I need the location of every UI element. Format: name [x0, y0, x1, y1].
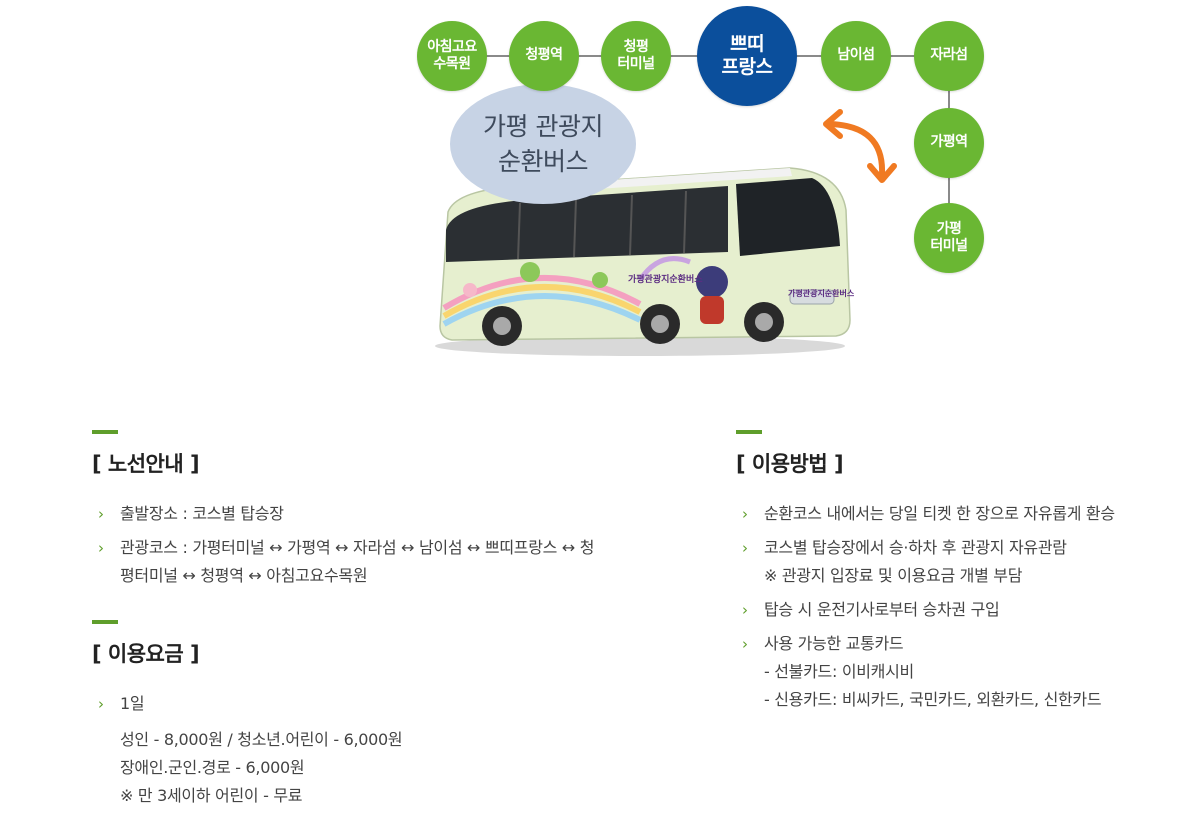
- stop-jaraseom: 자라섬: [914, 21, 984, 91]
- route-guide-list: › 출발장소 : 코스별 탑승장 › 관광코스 : 가평터미널 ↔ 가평역 ↔ …: [92, 500, 702, 590]
- route-guide-title: [ 노선안내 ]: [92, 452, 200, 476]
- usage-list: › 순환코스 내에서는 당일 티켓 한 장으로 자유롭게 환승 › 코스별 탑승…: [736, 500, 1186, 714]
- list-item-subtext: ※ 관광지 입장료 및 이용요금 개별 부담: [764, 566, 1023, 585]
- list-item-text: 순환코스 내에서는 당일 티켓 한 장으로 자유롭게 환승: [764, 504, 1115, 523]
- list-item: › 탑승 시 운전기사로부터 승차권 구입: [736, 596, 1186, 624]
- chevron-right-icon: ›: [98, 695, 104, 713]
- stop-gapyeong-station: 가평역: [914, 108, 984, 178]
- list-item-text: 관광코스 : 가평터미널 ↔ 가평역 ↔ 자라섬 ↔ 남이섬 ↔ 쁘띠프랑스 ↔…: [120, 538, 595, 557]
- bidirectional-arrow-icon: [823, 109, 897, 183]
- chevron-right-icon: ›: [742, 635, 748, 653]
- usage-section: [ 이용방법 ] › 순환코스 내에서는 당일 티켓 한 장으로 자유롭게 환승…: [736, 430, 1186, 720]
- stop-cheongpyeong-station: 청평역: [509, 21, 579, 91]
- fare-details: 성인 - 8,000원 / 청소년.어린이 - 6,000원 장애인.군인.경로…: [92, 726, 702, 810]
- list-item-text: 코스별 탑승장에서 승·하차 후 관광지 자유관람: [764, 538, 1067, 557]
- stop-petite-france: 쁘띠 프랑스: [697, 6, 797, 106]
- usage-title: [ 이용방법 ]: [736, 452, 844, 476]
- fare-line-disabled-military-senior: 장애인.군인.경로 - 6,000원: [120, 758, 305, 777]
- list-item-text: 출발장소 : 코스별 탑승장: [120, 504, 284, 523]
- stop-gapyeong-terminal: 가평 터미널: [914, 203, 984, 273]
- list-item-text: 사용 가능한 교통카드: [764, 634, 904, 653]
- bus-side-label: 가평관광지순환버스: [628, 273, 703, 285]
- bus-front-label: 가평관광지순환버스: [788, 288, 855, 298]
- chevron-right-icon: ›: [98, 505, 104, 523]
- list-item: › 코스별 탑승장에서 승·하차 후 관광지 자유관람 ※ 관광지 입장료 및 …: [736, 534, 1186, 590]
- accent-bar: [92, 430, 118, 434]
- fare-section: [ 이용요금 ] › 1일 성인 - 8,000원 / 청소년.어린이 - 6,…: [92, 620, 702, 810]
- fare-list: › 1일: [92, 690, 702, 718]
- stop-cheongpyeong-terminal: 청평 터미널: [601, 21, 671, 91]
- list-item-text: 탑승 시 운전기사로부터 승차권 구입: [764, 600, 1000, 619]
- list-item: › 사용 가능한 교통카드 - 선불카드: 이비캐시비 - 신용카드: 비씨카드…: [736, 630, 1186, 714]
- fare-title: [ 이용요금 ]: [92, 642, 200, 666]
- fare-item-label: 1일: [120, 694, 145, 713]
- stop-achim-goyo-arboretum: 아침고요 수목원: [417, 21, 487, 91]
- chevron-right-icon: ›: [98, 539, 104, 557]
- list-item-subtext: 평터미널 ↔ 청평역 ↔ 아침고요수목원: [120, 566, 368, 585]
- chevron-right-icon: ›: [742, 601, 748, 619]
- shuttle-bus-bubble: 가평 관광지 순환버스: [450, 84, 636, 204]
- list-item: › 출발장소 : 코스별 탑승장: [92, 500, 702, 528]
- chevron-right-icon: ›: [742, 505, 748, 523]
- fare-line-adult-youth: 성인 - 8,000원 / 청소년.어린이 - 6,000원: [120, 730, 403, 749]
- route-map: 가평관광지순환버스 가평관광지순환버스 가평 관광지 순환버스 아침고요 수목원…: [0, 0, 1203, 380]
- list-item-subtext: - 신용카드: 비씨카드, 국민카드, 외환카드, 신한카드: [764, 690, 1102, 709]
- list-item-subtext: - 선불카드: 이비캐시비: [764, 662, 914, 681]
- accent-bar: [92, 620, 118, 624]
- stop-nami-island: 남이섬: [821, 21, 891, 91]
- bus-shadow: [435, 336, 845, 356]
- list-item: › 순환코스 내에서는 당일 티켓 한 장으로 자유롭게 환승: [736, 500, 1186, 528]
- list-item: › 관광코스 : 가평터미널 ↔ 가평역 ↔ 자라섬 ↔ 남이섬 ↔ 쁘띠프랑스…: [92, 534, 702, 590]
- accent-bar: [736, 430, 762, 434]
- list-item: › 1일: [92, 690, 702, 718]
- fare-line-infant-free: ※ 만 3세이하 어린이 - 무료: [120, 786, 303, 805]
- chevron-right-icon: ›: [742, 539, 748, 557]
- route-guide-section: [ 노선안내 ] › 출발장소 : 코스별 탑승장 › 관광코스 : 가평터미널…: [92, 430, 702, 596]
